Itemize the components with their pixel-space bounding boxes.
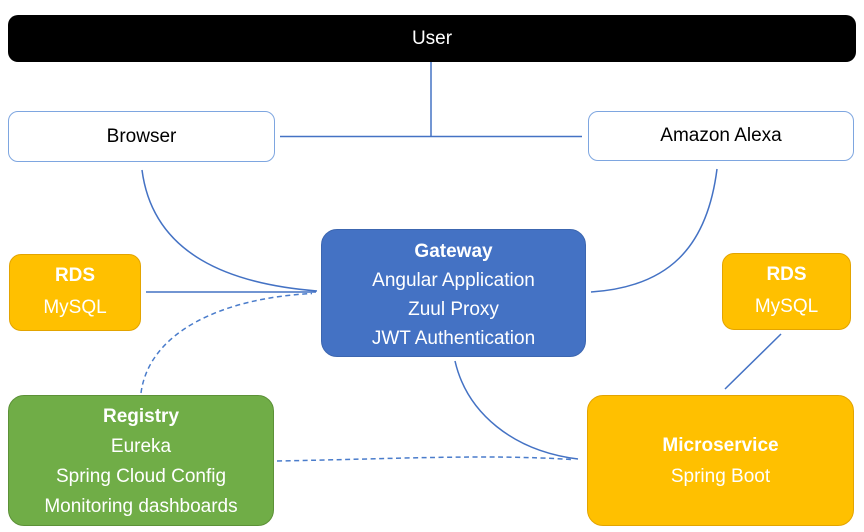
node-user: User bbox=[8, 15, 856, 62]
gateway-line-angular: Angular Application bbox=[372, 270, 535, 291]
edge-gateway-browser bbox=[141, 169, 318, 292]
registry-line-monitoring-dashboards: Monitoring dashboards bbox=[44, 496, 238, 517]
rds-left-title: RDS bbox=[54, 265, 96, 286]
edge-registry-microservice bbox=[276, 456, 572, 462]
registry-line-eureka: Eureka bbox=[110, 436, 172, 457]
node-rds-mysql-right: RDS MySQL bbox=[722, 253, 851, 330]
gateway-title: Gateway bbox=[414, 241, 493, 262]
user-label: User bbox=[411, 27, 453, 49]
registry-line-spring-cloud-config: Spring Cloud Config bbox=[55, 466, 227, 487]
node-browser: Browser bbox=[8, 111, 275, 162]
microservice-subtitle: Spring Boot bbox=[670, 465, 771, 487]
edge-rds-right-microservice bbox=[724, 333, 782, 390]
edge-gateway-alexa bbox=[590, 168, 718, 293]
rds-left-subtitle: MySQL bbox=[43, 297, 107, 318]
edge-registry-gateway bbox=[140, 292, 313, 394]
node-registry: Registry Eureka Spring Cloud Config Moni… bbox=[8, 395, 274, 526]
node-gateway: Gateway Angular Application Zuul Proxy J… bbox=[321, 229, 586, 357]
node-rds-mysql-left: RDS MySQL bbox=[9, 254, 141, 331]
node-microservice: Microservice Spring Boot bbox=[587, 395, 854, 526]
registry-title: Registry bbox=[102, 406, 180, 427]
rds-right-title: RDS bbox=[766, 264, 807, 285]
rds-right-subtitle: MySQL bbox=[754, 296, 819, 317]
node-amazon-alexa: Amazon Alexa bbox=[588, 111, 854, 161]
edge-gateway-microservice bbox=[454, 360, 579, 460]
amazon-alexa-label: Amazon Alexa bbox=[660, 125, 782, 147]
gateway-line-jwt: JWT Authentication bbox=[371, 328, 536, 349]
browser-label: Browser bbox=[106, 125, 177, 147]
gateway-line-zuul: Zuul Proxy bbox=[408, 299, 499, 320]
microservice-title: Microservice bbox=[662, 434, 779, 456]
